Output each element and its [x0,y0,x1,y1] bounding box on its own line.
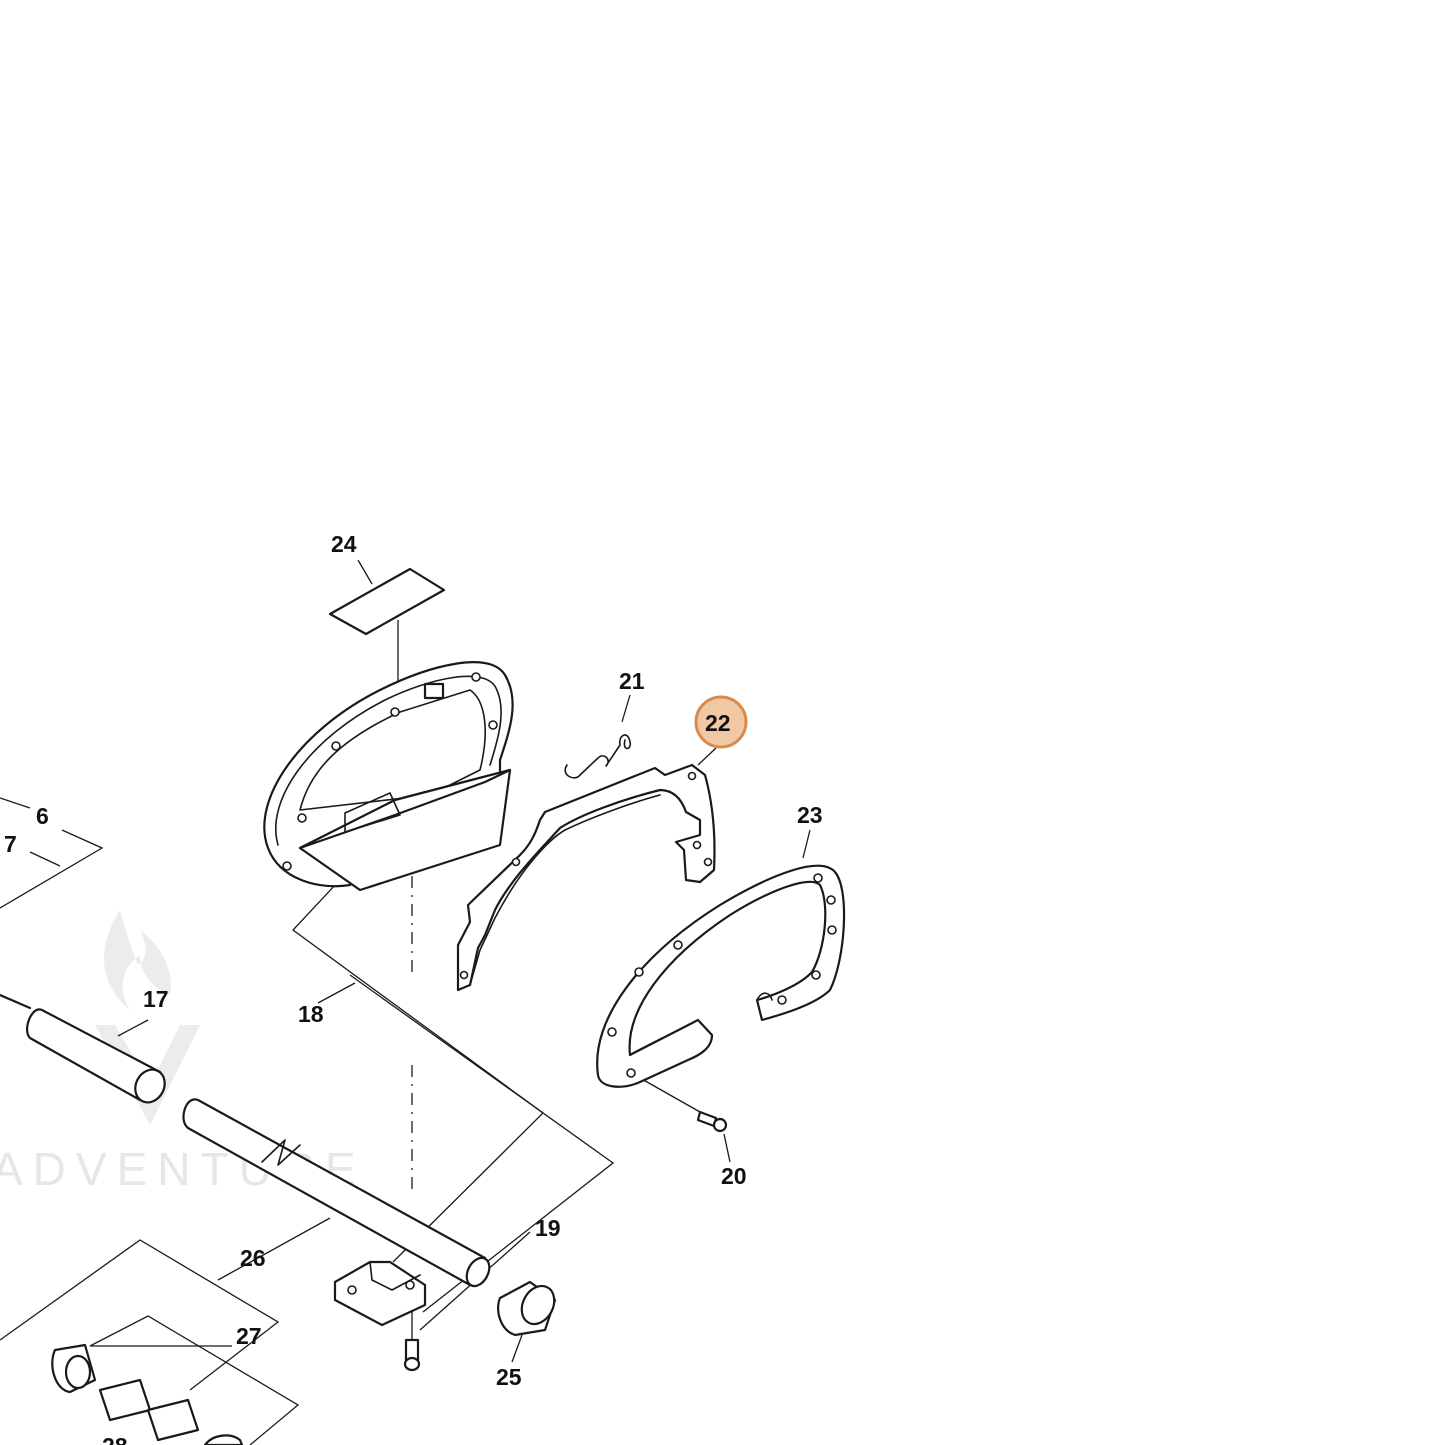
callout-label: 6 [36,803,49,829]
callout-label: 20 [721,1163,747,1189]
watermark-chevron-icon [95,1025,200,1125]
gasket-hole [687,771,697,781]
gear-parts [51,1343,244,1445]
bushing-part [497,1280,557,1337]
screw-part [696,1110,728,1133]
gasket-hole [692,840,702,850]
label-plate-part [328,567,446,636]
highlight-circle [694,695,748,749]
callout-label: 7 [4,831,17,857]
wire-spring-part [564,734,632,779]
callout-label: 28 [102,1433,128,1445]
callout-label: 22 [705,710,731,736]
callout-label: 19 [535,1215,561,1241]
callout-label: 23 [797,802,823,828]
gasket-hole [511,857,521,867]
cover-housing-part [263,661,514,892]
callout-label: 27 [236,1323,262,1349]
gasket-inner-edge [469,794,661,986]
gasket-hole [703,857,713,867]
guard-ring-part [596,864,846,1088]
watermark-flame-icon [103,910,171,1010]
gasket-part [456,763,716,992]
gasket-hole [459,970,469,980]
callout-label: 24 [331,531,357,557]
drive-shaft-part [182,1098,491,1288]
callout-label: 26 [240,1245,266,1271]
tube-part [0,993,166,1104]
callout-labels: 6 7 17 18 19 20 21 22 23 24 25 26 27 28 [4,531,823,1445]
callout-label: 18 [298,1001,324,1027]
callout-label: 25 [496,1364,522,1390]
callout-label: 21 [619,668,645,694]
clamp-screw-part [403,1338,421,1372]
clamp-part [333,1260,427,1327]
callout-label: 17 [143,986,169,1012]
